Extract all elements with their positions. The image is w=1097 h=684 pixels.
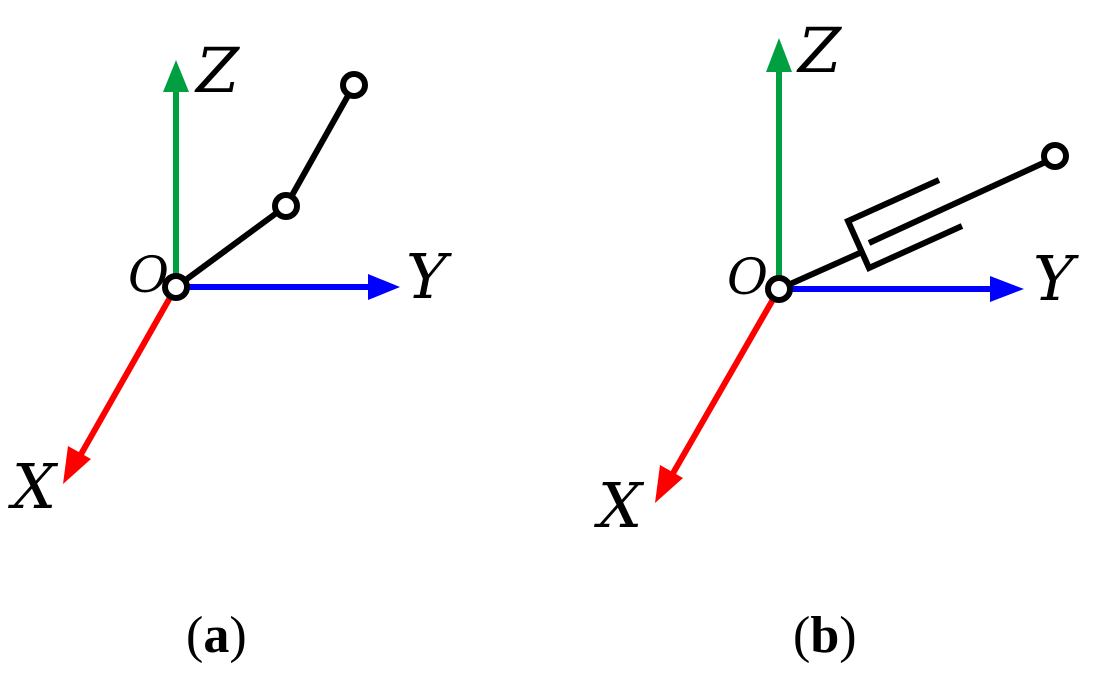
- link-chain-a: [174, 83, 357, 290]
- panel-b: Z Y X O (b): [594, 14, 1079, 664]
- origin-joint-b: [765, 275, 793, 303]
- z-axis-label-a: Z: [194, 34, 240, 107]
- x-axis-label-b: X: [594, 469, 645, 542]
- prismatic-link-b: [777, 156, 1054, 292]
- z-axis-a: [163, 60, 189, 287]
- y-axis-b: [779, 276, 1024, 302]
- panel-caption-b: (b): [793, 607, 857, 664]
- x-axis-label-a: X: [8, 450, 59, 523]
- y-axis-label-a: Y: [406, 240, 452, 313]
- z-axis-label-b: Z: [796, 14, 842, 87]
- y-axis-label-b: Y: [1033, 242, 1079, 315]
- origin-label-b: O: [727, 248, 768, 306]
- revolute-joint-a: [272, 192, 300, 220]
- x-axis-b: [655, 287, 782, 503]
- y-axis-a: [176, 274, 400, 300]
- origin-label-a: O: [128, 246, 169, 304]
- end-effector-b: [1041, 142, 1069, 170]
- z-axis-b: [766, 38, 792, 289]
- origin-joint-a: [162, 273, 190, 301]
- end-effector-a: [340, 71, 368, 99]
- panel-a: Z Y X O (a): [8, 34, 452, 664]
- prismatic-rod-b: [867, 156, 1054, 246]
- x-axis-a: [63, 285, 179, 484]
- prismatic-sleeve-b: [844, 177, 964, 272]
- panel-caption-a: (a): [186, 607, 247, 664]
